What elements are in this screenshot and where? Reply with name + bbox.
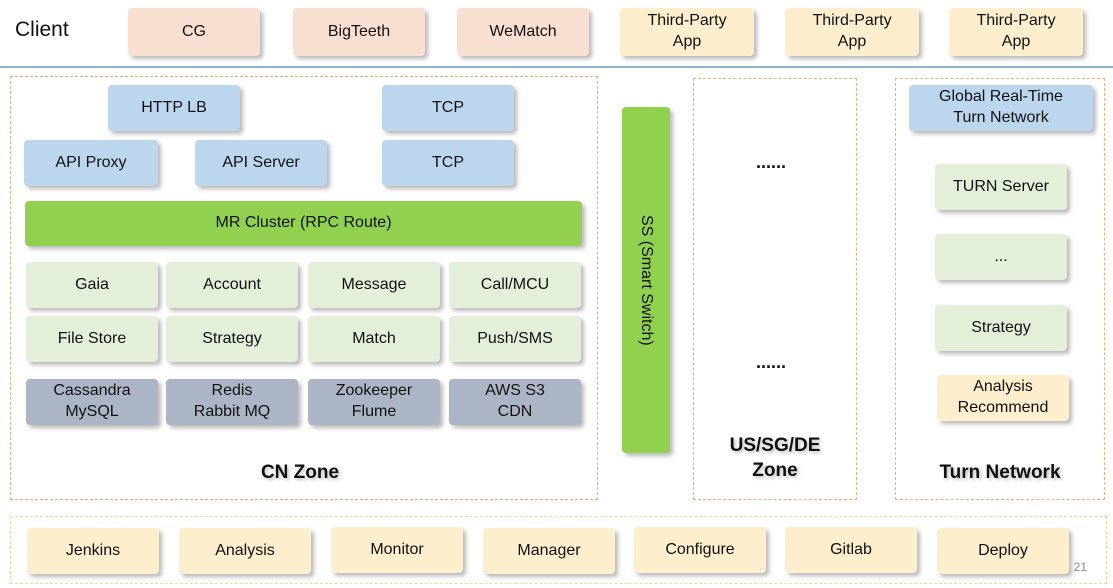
cn-zone-frame — [10, 76, 598, 500]
storage-zookeeper-flume: Zookeeper Flume — [308, 379, 440, 425]
global-turn-network-box: Global Real-Time Turn Network — [909, 85, 1093, 131]
service-message: Message — [308, 262, 440, 308]
storage-redis-rabbitmq: Redis Rabbit MQ — [166, 379, 298, 425]
http-lb-box: HTTP LB — [108, 85, 240, 131]
tool-deploy: Deploy — [937, 528, 1069, 574]
service-gaia: Gaia — [26, 262, 158, 308]
us-zone-frame — [693, 78, 857, 500]
turn-server-box: TURN Server — [935, 164, 1067, 210]
us-zone-dots-top: ...... — [756, 152, 787, 172]
analysis-recommend-box: Analysis Recommend — [937, 375, 1069, 421]
client-label: Client — [15, 18, 69, 41]
client-app-bigteeth: BigTeeth — [293, 8, 425, 56]
tool-manager: Manager — [483, 528, 615, 574]
storage-aws-s3-cdn: AWS S3 CDN — [449, 379, 581, 425]
turn-strategy-box: Strategy — [935, 305, 1067, 351]
us-zone-dots-bottom: ...... — [756, 352, 787, 372]
api-server-box: API Server — [195, 140, 327, 186]
client-third-party-app-2: Third-Party App — [785, 8, 919, 56]
tools-frame — [10, 516, 1107, 584]
us-zone-label: US/SG/DE Zone — [729, 435, 821, 481]
client-app-wematch: WeMatch — [457, 8, 589, 56]
tool-analysis: Analysis — [179, 528, 311, 574]
tool-monitor: Monitor — [331, 527, 463, 573]
service-call-mcu: Call/MCU — [449, 262, 581, 308]
api-proxy-box: API Proxy — [24, 140, 158, 186]
client-app-cg: CG — [128, 8, 260, 56]
turn-network-frame — [895, 78, 1105, 500]
client-divider-line — [0, 66, 1113, 68]
tcp-box-2: TCP — [382, 140, 514, 186]
service-account: Account — [166, 262, 298, 308]
smart-switch-bar: SS (Smart Switch) — [622, 107, 670, 453]
turn-dots-box: ... — [935, 234, 1067, 280]
client-third-party-app-1: Third-Party App — [620, 8, 754, 56]
page-number: 21 — [1073, 560, 1087, 574]
smart-switch-label: SS (Smart Switch) — [638, 214, 656, 346]
service-file-store: File Store — [26, 316, 158, 362]
cn-zone-label: CN Zone — [260, 462, 340, 483]
tool-gitlab: Gitlab — [785, 527, 917, 573]
tool-jenkins: Jenkins — [27, 528, 159, 574]
turn-network-label: Turn Network — [939, 462, 1061, 483]
storage-cassandra-mysql: Cassandra MySQL — [26, 379, 158, 425]
client-third-party-app-3: Third-Party App — [949, 8, 1083, 56]
service-match: Match — [308, 316, 440, 362]
mr-cluster-bar: MR Cluster (RPC Route) — [25, 201, 582, 246]
tool-configure: Configure — [634, 527, 766, 573]
service-push-sms: Push/SMS — [449, 316, 581, 362]
tcp-box-1: TCP — [382, 85, 514, 131]
service-strategy: Strategy — [166, 316, 298, 362]
